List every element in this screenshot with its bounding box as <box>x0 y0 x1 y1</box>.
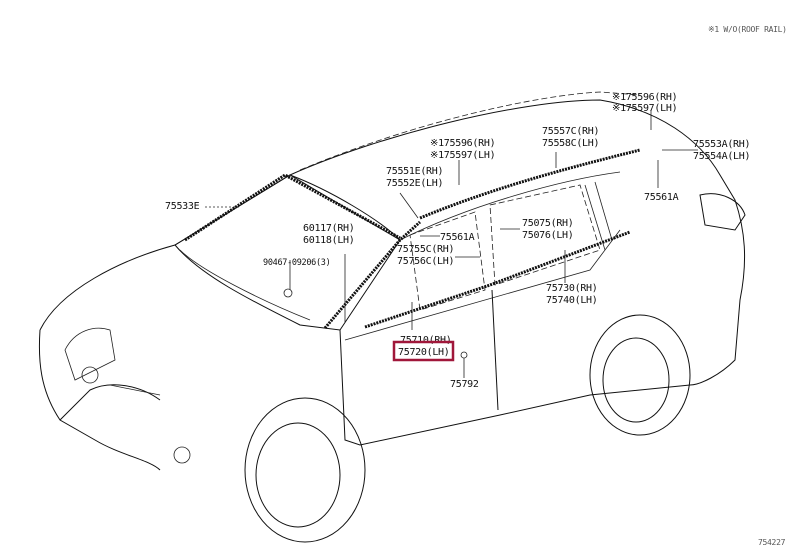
label-75557c[interactable]: 75557C(RH) <box>542 126 600 137</box>
label-175596-rh-mid[interactable]: ※175596(RH) <box>430 138 496 149</box>
label-75076[interactable]: 75076(LH) <box>522 230 574 241</box>
figure-number: 754227 <box>758 538 786 547</box>
label-75558c[interactable]: 75558C(LH) <box>542 138 600 149</box>
label-175597-lh[interactable]: ※175597(LH) <box>612 103 678 114</box>
highlight-box <box>392 340 455 362</box>
label-90467[interactable]: 90467-09206(3) <box>263 258 331 268</box>
roof-molding <box>419 148 641 220</box>
label-75792[interactable]: 75792 <box>450 379 479 390</box>
label-60117[interactable]: 60117(RH) <box>303 223 355 234</box>
label-75755c[interactable]: 75755C(RH) <box>397 244 455 255</box>
label-175597-lh-mid[interactable]: ※175597(LH) <box>430 150 496 161</box>
pillar-molding <box>323 220 422 329</box>
label-75554a[interactable]: 75554A(LH) <box>693 151 751 162</box>
label-175596-rh[interactable]: ※175596(RH) <box>612 92 678 103</box>
label-75561a-rear[interactable]: 75561A <box>644 192 679 203</box>
label-75710[interactable]: 75710(RH) <box>400 335 452 346</box>
label-75740[interactable]: 75740(LH) <box>546 295 598 306</box>
note-text: ※1 W/O(ROOF RAIL) <box>708 25 787 34</box>
label-75533e[interactable]: 75533E <box>165 201 200 212</box>
label-75561a-front[interactable]: 75561A <box>440 232 475 243</box>
label-75756c[interactable]: 75756C(LH) <box>397 256 455 267</box>
label-60118[interactable]: 60118(LH) <box>303 235 355 246</box>
leader-lines <box>205 110 698 378</box>
windshield-molding <box>184 173 401 242</box>
label-75720-highlighted[interactable]: 75720(LH) <box>398 347 450 358</box>
belt-molding <box>364 230 631 329</box>
car-body <box>38 91 746 543</box>
label-75730[interactable]: 75730(RH) <box>546 283 598 294</box>
label-75553a[interactable]: 75553A(RH) <box>693 139 751 150</box>
label-75552e[interactable]: 75552E(LH) <box>386 178 444 189</box>
label-75075[interactable]: 75075(RH) <box>522 218 574 229</box>
label-75551e[interactable]: 75551E(RH) <box>386 166 444 177</box>
